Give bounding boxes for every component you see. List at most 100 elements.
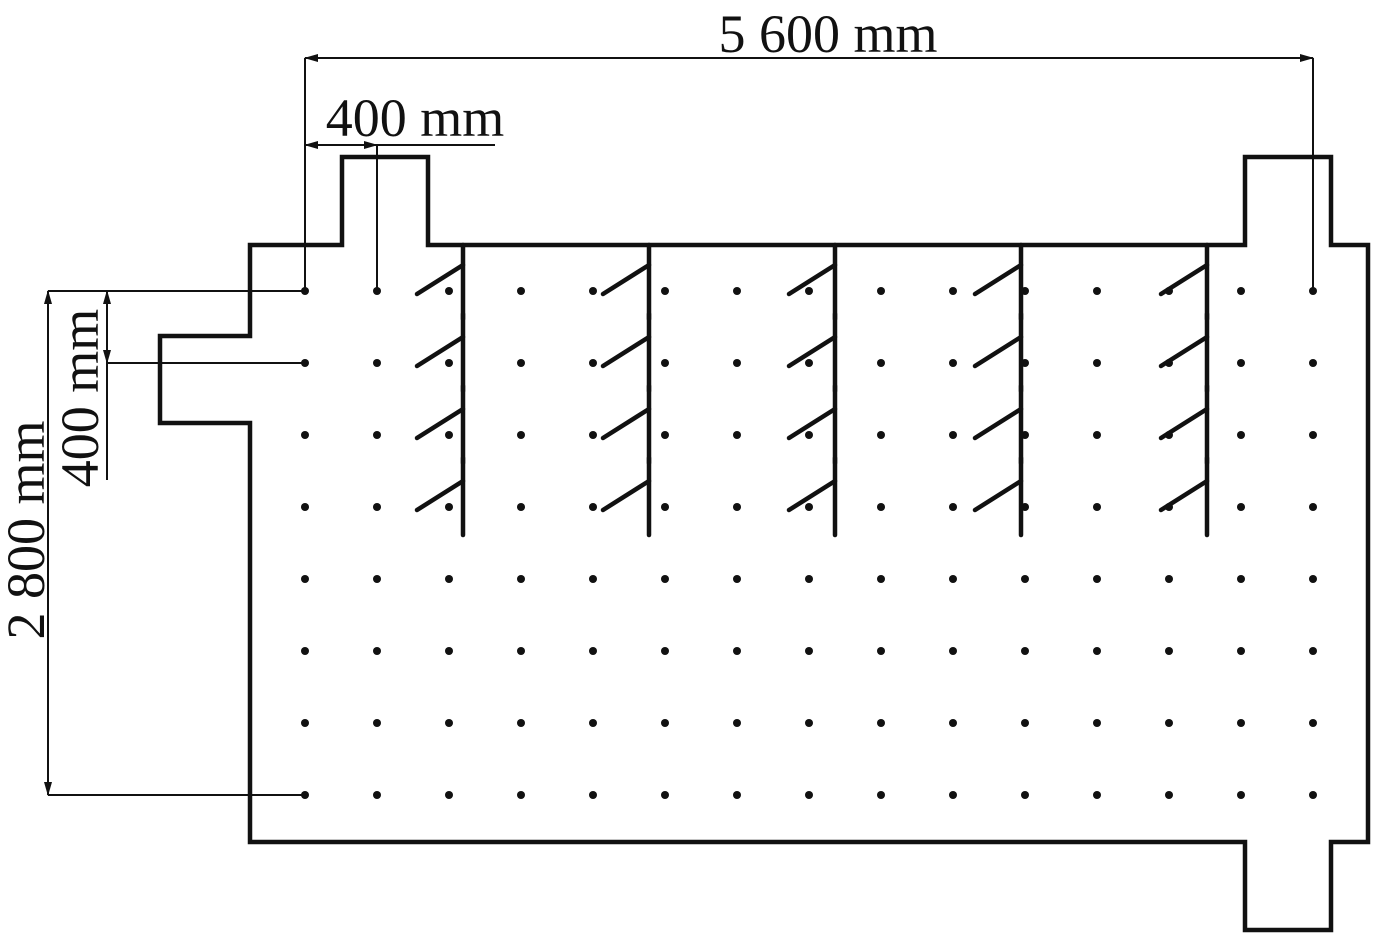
- grid-point: [949, 503, 957, 511]
- grid-point: [733, 647, 741, 655]
- marker-diagonal: [1158, 478, 1210, 513]
- marker-diagonal: [600, 406, 652, 441]
- overall-width-dimension: 5 600 mm: [304, 4, 1314, 291]
- grid-point: [445, 503, 453, 511]
- grid-point: [445, 575, 453, 583]
- grid-point: [661, 719, 669, 727]
- anchor-marker: [786, 383, 838, 466]
- anchor-marker: [786, 455, 838, 538]
- grid-point: [1309, 431, 1317, 439]
- grid-point: [733, 719, 741, 727]
- grid-point: [301, 647, 309, 655]
- grid-point: [517, 287, 525, 295]
- grid-point: [805, 647, 813, 655]
- grid-point: [949, 647, 957, 655]
- grid-point: [877, 791, 885, 799]
- grid-point: [445, 287, 453, 295]
- grid-point: [661, 791, 669, 799]
- overall-height-label: 2 800 mm: [0, 420, 56, 639]
- grid-point: [1093, 647, 1101, 655]
- grid-point: [949, 359, 957, 367]
- grid-point: [589, 503, 597, 511]
- marker-diagonal: [972, 334, 1024, 369]
- marker-diagonal: [972, 478, 1024, 513]
- grid-point: [661, 503, 669, 511]
- grid-point: [1237, 719, 1245, 727]
- grid-point: [445, 431, 453, 439]
- grid-point: [517, 647, 525, 655]
- grid-point: [733, 791, 741, 799]
- grid-point: [733, 359, 741, 367]
- grid-point: [1237, 359, 1245, 367]
- grid-point: [589, 791, 597, 799]
- overall-height-dimension: 2 800 mm: [0, 290, 305, 796]
- grid-point: [1237, 287, 1245, 295]
- grid-point: [661, 575, 669, 583]
- marker-diagonal: [1158, 334, 1210, 369]
- marker-diagonal: [786, 262, 838, 297]
- grid-point: [373, 791, 381, 799]
- grid-point: [805, 503, 813, 511]
- grid-point: [805, 359, 813, 367]
- overall-width-label: 5 600 mm: [718, 4, 937, 64]
- anchor-marker: [786, 311, 838, 394]
- anchor-marker: [786, 242, 838, 322]
- grid-point: [1093, 431, 1101, 439]
- grid-point: [877, 503, 885, 511]
- grid-point: [589, 647, 597, 655]
- grid-point: [1165, 791, 1173, 799]
- grid-point: [805, 287, 813, 295]
- grid-point: [301, 503, 309, 511]
- grid-point: [1021, 575, 1029, 583]
- grid-point: [301, 431, 309, 439]
- marker-diagonal: [1158, 406, 1210, 441]
- marker-diagonal: [1158, 262, 1210, 297]
- grid-point: [1237, 431, 1245, 439]
- grid-point: [877, 431, 885, 439]
- grid-point: [1165, 575, 1173, 583]
- row-spacing-label: 400 mm: [50, 309, 110, 488]
- marker-diagonal: [972, 262, 1024, 297]
- grid-point: [373, 575, 381, 583]
- grid-point: [949, 431, 957, 439]
- marker-diagonal: [786, 406, 838, 441]
- grid-point: [805, 791, 813, 799]
- grid-point: [805, 431, 813, 439]
- grid-point: [445, 791, 453, 799]
- anchor-marker: [600, 242, 652, 322]
- grid-point: [1237, 647, 1245, 655]
- grid-point: [373, 719, 381, 727]
- grid-point: [1093, 791, 1101, 799]
- grid-point: [373, 647, 381, 655]
- grid-point: [517, 575, 525, 583]
- grid-point: [589, 719, 597, 727]
- anchor-marker: [972, 311, 1024, 394]
- grid-point: [1093, 287, 1101, 295]
- anchor-marker: [1158, 242, 1210, 322]
- grid-point: [1309, 503, 1317, 511]
- column-spacing-label: 400 mm: [326, 88, 505, 148]
- row-spacing-dimension: 400 mm: [50, 290, 305, 488]
- grid-points: [301, 287, 1317, 799]
- grid-point: [517, 431, 525, 439]
- anchor-marker: [972, 242, 1024, 322]
- anchor-marker: [414, 242, 466, 322]
- grid-point: [1237, 791, 1245, 799]
- grid-point: [517, 719, 525, 727]
- marker-diagonal: [972, 406, 1024, 441]
- grid-point: [877, 719, 885, 727]
- marker-diagonal: [600, 334, 652, 369]
- anchor-marker: [1158, 455, 1210, 538]
- anchor-marker: [972, 383, 1024, 466]
- anchor-marker: [600, 383, 652, 466]
- grid-point: [1165, 719, 1173, 727]
- grid-point: [949, 575, 957, 583]
- marker-diagonal: [786, 334, 838, 369]
- grid-point: [1093, 359, 1101, 367]
- marker-diagonal: [600, 262, 652, 297]
- grid-point: [949, 791, 957, 799]
- anchor-marker: [414, 383, 466, 466]
- slab-outline: [157, 154, 1371, 933]
- grid-point: [589, 575, 597, 583]
